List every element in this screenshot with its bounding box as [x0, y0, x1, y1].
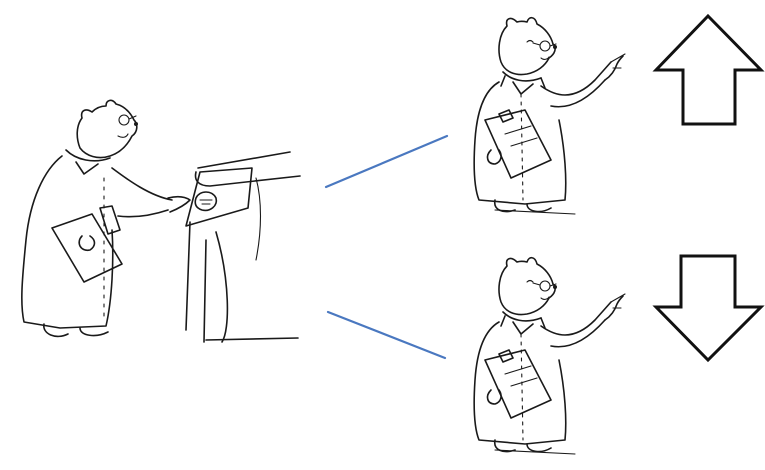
- top-bear-scientist: [473, 16, 626, 215]
- branch-line-up: [324, 134, 449, 189]
- branch-line-down: [326, 310, 447, 360]
- bottom-bear-scientist: [473, 256, 626, 455]
- down-arrow-icon: [652, 254, 765, 363]
- up-arrow-icon: [652, 13, 765, 126]
- left-bear-scientist: [21, 99, 191, 338]
- control-machine: [185, 151, 301, 343]
